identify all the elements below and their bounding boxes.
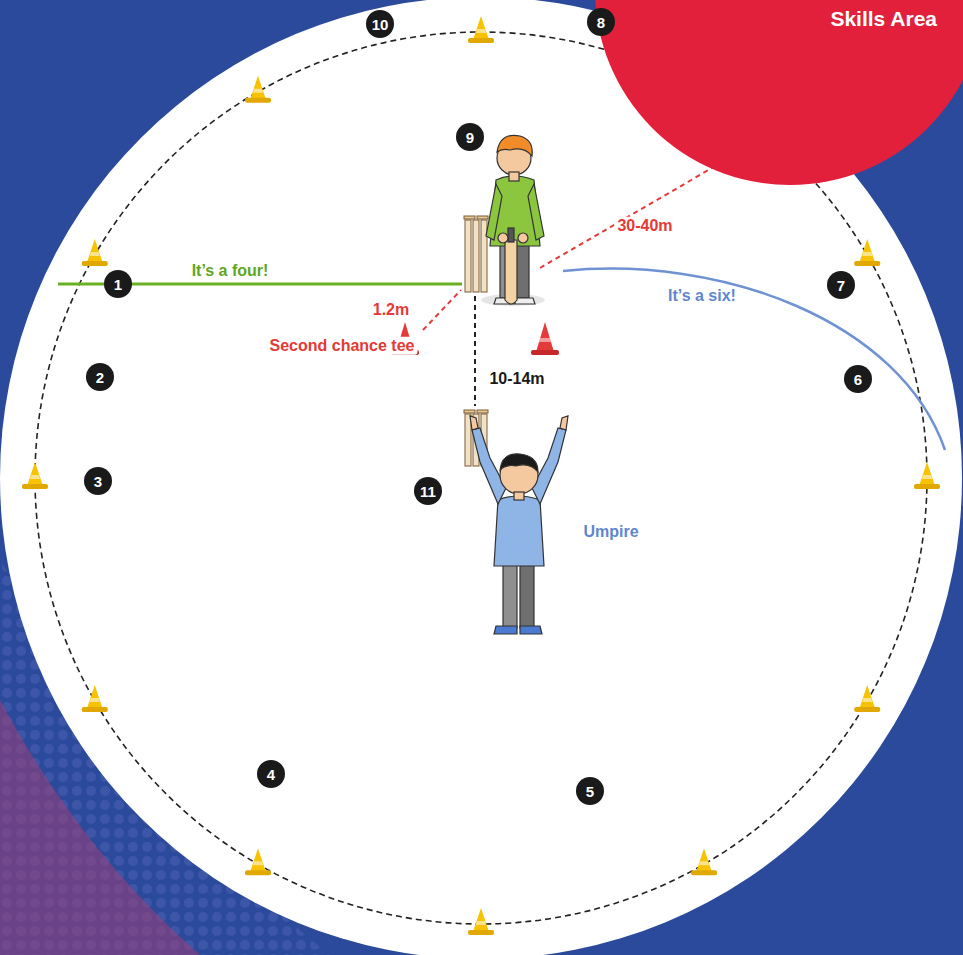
tee-cone xyxy=(531,322,559,355)
boundary-cone xyxy=(854,239,880,266)
tee-distance-line xyxy=(423,290,461,330)
pitch-line xyxy=(474,296,476,406)
callout-number: 1 xyxy=(104,270,132,298)
callout-number: 6 xyxy=(844,365,872,393)
callout-number: 5 xyxy=(576,777,604,805)
callout-number: 3 xyxy=(84,467,112,495)
boundary-cone xyxy=(82,239,108,266)
title-badge: Skills Area xyxy=(595,0,963,185)
callout-number: 7 xyxy=(827,271,855,299)
boundary-cone xyxy=(82,685,108,712)
batter-figure xyxy=(481,135,545,306)
boundary-cone xyxy=(468,16,494,43)
callout-number: 10 xyxy=(366,10,394,38)
boundary-label: Umpire xyxy=(580,523,641,541)
dimension-label: 1.2m xyxy=(370,301,412,319)
dimension-label: 10-14m xyxy=(486,370,547,388)
umpire-figure xyxy=(470,416,568,634)
callout-number: 4 xyxy=(257,760,285,788)
boundary-label: It’s a four! xyxy=(189,262,272,280)
boundary-cone xyxy=(245,76,271,103)
callout-number: 2 xyxy=(86,363,114,391)
callout-number: 9 xyxy=(456,123,484,151)
boundary-cone xyxy=(914,462,940,489)
badge-title: Skills Area xyxy=(830,7,937,31)
dimension-label: Second chance tee xyxy=(267,337,418,355)
boundary-cone xyxy=(22,462,48,489)
dimension-label: 30-40m xyxy=(614,217,675,235)
boundary-label: It’s a six! xyxy=(665,287,739,305)
boundary-cone xyxy=(691,848,717,875)
six-curve xyxy=(563,269,945,450)
stumps xyxy=(464,216,488,292)
callout-number: 8 xyxy=(587,8,615,36)
boundary-cone xyxy=(245,848,271,875)
callout-number: 11 xyxy=(414,477,442,505)
boundary-cone xyxy=(854,685,880,712)
boundary-cone xyxy=(468,908,494,935)
